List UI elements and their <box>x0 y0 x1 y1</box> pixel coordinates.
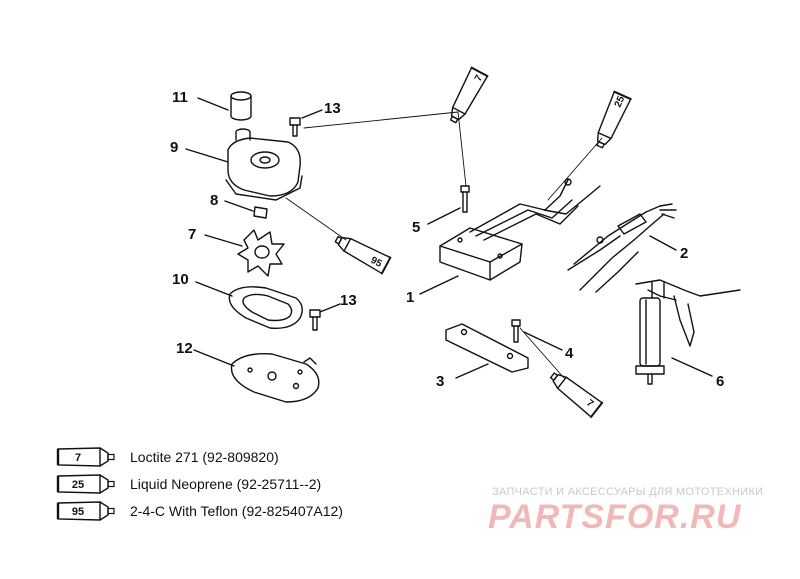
tube-25-top <box>596 90 632 149</box>
tube-95-icon: 95 <box>56 501 115 521</box>
callout-2: 2 <box>680 245 688 262</box>
watermark-logo: PARTSFOR.RU <box>488 498 742 536</box>
callout-3: 3 <box>436 373 444 390</box>
legend-row-neoprene: 25 Liquid Neoprene (92-25711--2) <box>56 473 321 495</box>
legend-row-loctite: 7 Loctite 271 (92-809820) <box>56 446 279 468</box>
legend-text: Loctite 271 (92-809820) <box>130 449 279 465</box>
callout-5: 5 <box>412 219 420 236</box>
tube-25-icon: 25 <box>56 474 115 494</box>
callout-11: 11 <box>172 89 188 106</box>
legend-tube-code: 25 <box>72 479 84 491</box>
part-5-screw <box>427 185 470 225</box>
part-9-pump-housing <box>185 128 303 201</box>
callout-8: 8 <box>210 192 218 209</box>
part-8-insert <box>224 200 268 219</box>
tube-7-top <box>449 66 489 124</box>
tube-7-bottom <box>549 372 604 418</box>
callout-10: 10 <box>172 271 189 288</box>
part-12-plate <box>193 349 320 403</box>
part-11-sleeve <box>197 91 252 121</box>
callout-1: 1 <box>406 289 414 306</box>
tube-label-95: 95 <box>369 255 384 270</box>
callout-9: 9 <box>170 139 178 156</box>
callout-13-lower: 13 <box>340 292 357 309</box>
part-7-impeller <box>204 229 285 277</box>
callout-12: 12 <box>176 340 193 357</box>
tube-label-7-bottom: 7 <box>584 398 596 410</box>
tube-label-7-top: 7 <box>473 73 486 83</box>
tube-label-25-top: 25 <box>613 94 628 109</box>
part-4-screw <box>511 319 563 351</box>
part-13-bolt-upper <box>289 109 323 137</box>
legend-text: 2-4-C With Teflon (92-825407A12) <box>130 503 343 519</box>
part-2-wire-harness <box>567 203 677 293</box>
watermark-tagline: ЗАПЧАСТИ И АКСЕССУАРЫ ДЛЯ МОТОТЕХНИКИ <box>492 486 764 498</box>
tube-95 <box>334 235 392 275</box>
part-10-gasket <box>195 281 303 329</box>
part-13-bolt-lower <box>309 303 341 331</box>
legend-tube-code: 95 <box>72 506 84 518</box>
part-3-bracket <box>445 323 529 379</box>
part-1-rectifier <box>419 178 601 295</box>
tube-7-icon: 7 <box>56 447 115 467</box>
callout-13-upper: 13 <box>324 100 341 117</box>
legend-tube-code: 7 <box>75 452 81 464</box>
part-6-grease-gun <box>635 279 741 385</box>
callout-7: 7 <box>188 226 196 243</box>
tube-leader-lines <box>285 111 603 379</box>
legend-text: Liquid Neoprene (92-25711--2) <box>130 476 322 492</box>
legend-row-teflon: 95 2-4-C With Teflon (92-825407A12) <box>56 500 343 522</box>
callout-6: 6 <box>716 373 724 390</box>
callout-4: 4 <box>565 345 574 362</box>
